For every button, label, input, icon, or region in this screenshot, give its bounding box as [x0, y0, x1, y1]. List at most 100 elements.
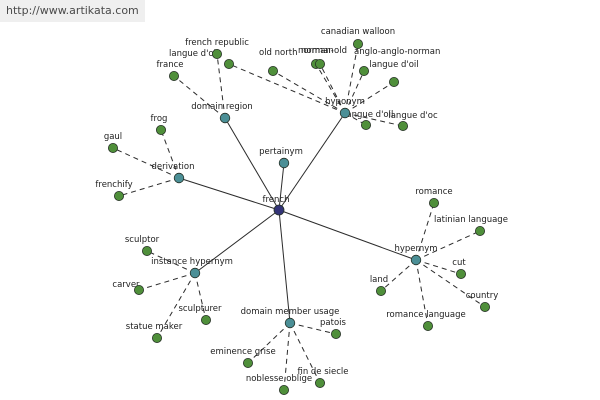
edge-derivation-frenchify — [118, 177, 180, 197]
edge-derivation-gaul — [112, 147, 180, 179]
leaf-node-sculpturer-label: sculpturer — [179, 304, 223, 314]
edge-hyponym-anglo-norman — [344, 70, 365, 114]
relation-node-instance-hypernym[interactable] — [189, 267, 201, 279]
relation-node-pertainym[interactable] — [278, 157, 290, 169]
edge-hypernym-romance-language — [415, 259, 429, 327]
edge-hyponym-langue-d-oil — [344, 81, 395, 114]
leaf-node-patois-label: patois — [320, 318, 346, 328]
leaf-node-langue-d-oil-old-label: langue d'oil — [169, 49, 218, 59]
leaf-node-langue-d-oil-2[interactable] — [360, 120, 371, 131]
leaf-node-anglo-norman-label: anglo-anglo-norman — [354, 47, 440, 57]
leaf-node-romance-label: romance — [415, 187, 452, 197]
edge-french-derivation — [178, 177, 280, 211]
leaf-node-french-republic-label: french republic — [185, 38, 249, 48]
relation-node-domain-region-label: domain region — [191, 102, 252, 112]
leaf-node-eminence-grise[interactable] — [242, 357, 253, 368]
leaf-node-norman-old-label: norman-old — [298, 46, 347, 56]
relation-node-derivation[interactable] — [173, 172, 185, 184]
edge-domain-region-french-republic — [216, 53, 226, 119]
leaf-node-langue-d-oc-label: langue d'oc — [388, 111, 438, 121]
leaf-node-romance-language[interactable] — [422, 320, 433, 331]
relation-node-hyponym-label: hyponym — [325, 97, 365, 107]
edge-hypernym-land — [380, 259, 417, 292]
leaf-node-eminence-grise-label: eminence grise — [210, 347, 275, 357]
edge-hypernym-cut — [415, 259, 462, 275]
leaf-node-canadian-walloon-label: canadian walloon — [321, 27, 395, 37]
leaf-node-fin-de-siecle-label: fin de siecle — [297, 367, 348, 377]
leaf-node-cut-label: cut — [452, 258, 466, 268]
root-node-french[interactable] — [273, 204, 285, 216]
edge-french-pertainym — [278, 162, 285, 211]
leaf-node-latinian-language[interactable] — [474, 225, 485, 236]
edge-domain-member-usage-fin-de-siecle — [289, 322, 321, 384]
edge-hyponym-old-north — [272, 70, 346, 114]
edge-hypernym-romance — [415, 202, 435, 261]
edge-french-hyponym — [278, 112, 346, 211]
relation-node-domain-member-usage-label: domain member usage — [241, 307, 340, 317]
leaf-node-gaul[interactable] — [108, 142, 119, 153]
leaf-node-carver[interactable] — [133, 284, 144, 295]
edge-domain-region-france — [173, 75, 226, 119]
edge-hyponym-norman — [315, 63, 346, 114]
relation-node-derivation-label: derivation — [151, 162, 194, 172]
leaf-node-fin-de-siecle[interactable] — [314, 377, 325, 388]
edge-hyponym-langue-d-oc — [344, 112, 404, 127]
leaf-node-country[interactable] — [479, 301, 490, 312]
relation-node-hypernym-label: hypernym — [394, 244, 437, 254]
leaf-node-sculpturer[interactable] — [200, 314, 211, 325]
edge-domain-member-usage-noblesse-oblige — [283, 322, 291, 391]
leaf-node-frog-label: frog — [151, 114, 168, 124]
leaf-node-france[interactable] — [168, 71, 179, 82]
leaf-node-carver-label: carver — [112, 280, 140, 290]
leaf-node-latinian-language-label: latinian language — [434, 215, 508, 225]
leaf-node-land[interactable] — [375, 285, 386, 296]
relation-node-domain-member-usage[interactable] — [284, 317, 296, 329]
leaf-node-frenchify-label: frenchify — [95, 180, 132, 190]
leaf-node-norman-old[interactable] — [314, 59, 325, 70]
leaf-node-noblesse-oblige[interactable] — [278, 384, 289, 395]
leaf-node-old-north-label: old north — [259, 48, 297, 58]
leaf-node-patois[interactable] — [330, 328, 341, 339]
leaf-node-country-label: country — [466, 291, 499, 301]
leaf-node-langue-d-oil-label: langue d'oil — [369, 60, 418, 70]
edge-french-instance-hypernym — [194, 209, 280, 274]
edge-domain-member-usage-patois — [289, 322, 337, 335]
edge-instance-hypernym-sculpturer — [194, 272, 207, 321]
leaf-node-anglo-norman[interactable] — [358, 66, 369, 77]
edge-french-domain-region — [224, 117, 280, 211]
relation-node-domain-region[interactable] — [219, 112, 231, 124]
edge-hyponym-norman-old — [319, 63, 346, 114]
leaf-node-france-label: france — [157, 60, 184, 70]
leaf-node-gaul-label: gaul — [104, 132, 122, 142]
leaf-node-canadian-walloon[interactable] — [352, 39, 363, 50]
leaf-node-sculptor-label: sculptor — [125, 235, 160, 245]
leaf-node-langue-d-oil-2-label: langue d'oil — [344, 110, 393, 120]
leaf-node-cut[interactable] — [455, 268, 466, 279]
leaf-node-frog[interactable] — [155, 125, 166, 136]
leaf-node-langue-d-oc[interactable] — [397, 121, 408, 132]
leaf-node-romance[interactable] — [428, 197, 439, 208]
relation-node-pertainym-label: pertainym — [259, 147, 303, 157]
leaf-node-old-north[interactable] — [267, 66, 278, 77]
leaf-node-sculptor[interactable] — [141, 245, 152, 256]
watermark-url: http://www.artikata.com — [0, 0, 145, 22]
leaf-node-langue-d-oil[interactable] — [388, 77, 399, 88]
relation-node-instance-hypernym-label: instance hypernym — [151, 257, 233, 267]
edge-hyponym-canadian-walloon — [344, 43, 359, 114]
edge-hypernym-latinian-language — [415, 230, 481, 261]
leaf-node-statue-maker[interactable] — [151, 332, 162, 343]
root-node-french-label: french — [263, 195, 290, 205]
leaf-node-frenchify[interactable] — [114, 190, 125, 201]
leaf-node-french-republic[interactable] — [211, 49, 222, 60]
leaf-node-romance-language-label: romance language — [386, 310, 466, 320]
relation-node-hypernym[interactable] — [410, 254, 422, 266]
edge-domain-member-usage-eminence-grise — [247, 322, 291, 364]
leaf-node-norman-label: norman — [301, 46, 334, 56]
leaf-node-langue-d-oil-old[interactable] — [223, 59, 234, 70]
edge-french-domain-member-usage — [278, 209, 291, 324]
edge-instance-hypernym-carver — [138, 272, 196, 291]
relation-node-hyponym[interactable] — [339, 107, 351, 119]
edge-hypernym-country — [415, 259, 486, 308]
